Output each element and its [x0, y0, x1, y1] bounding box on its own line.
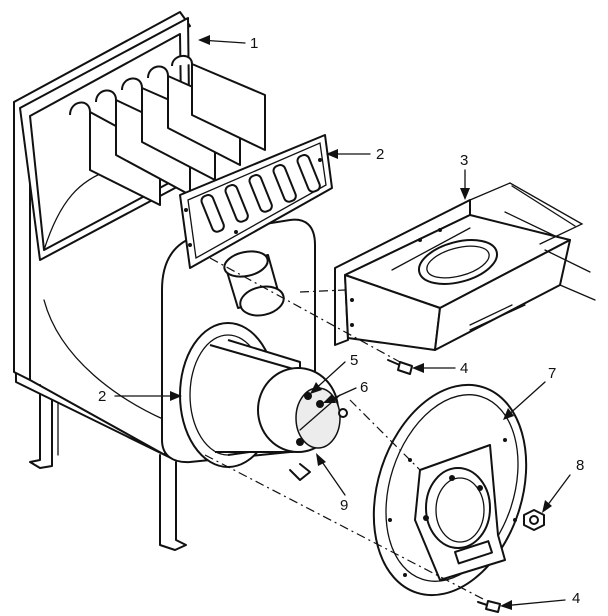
callout-4-upper: 4	[412, 360, 468, 377]
callout-label: 6	[360, 379, 368, 396]
flue-collector-box	[334, 182, 596, 351]
callout-label: 7	[548, 365, 556, 382]
callout-label: 8	[576, 457, 584, 474]
screw-upper	[387, 359, 413, 375]
callout-label: 1	[250, 35, 258, 52]
callout-4-lower: 4	[500, 590, 580, 610]
callout-3: 3	[460, 152, 470, 200]
callout-label: 9	[340, 497, 348, 514]
callout-9: 9	[316, 453, 348, 514]
callout-label: 4	[460, 360, 468, 377]
burner-mounting-plate	[372, 383, 528, 597]
callout-label: 4	[572, 590, 580, 607]
callout-6: 6	[323, 379, 368, 403]
callout-2-upper: 2	[326, 146, 384, 163]
burner-tube-assembly	[179, 322, 348, 481]
callout-label: 5	[350, 352, 358, 369]
heat-exchanger-body	[13, 11, 316, 551]
upper-gasket-plate	[179, 134, 333, 269]
callout-label: 2	[376, 146, 384, 163]
nut	[523, 509, 545, 531]
callout-label: 3	[460, 152, 468, 169]
callout-8: 8	[542, 457, 584, 513]
alignment-lines	[204, 257, 486, 601]
callout-label: 2	[98, 388, 106, 405]
screw-lower	[477, 600, 501, 613]
callout-2-lower: 2	[98, 388, 182, 405]
callout-7: 7	[503, 365, 556, 420]
callout-1: 1	[198, 35, 258, 52]
callout-5: 5	[310, 352, 358, 394]
